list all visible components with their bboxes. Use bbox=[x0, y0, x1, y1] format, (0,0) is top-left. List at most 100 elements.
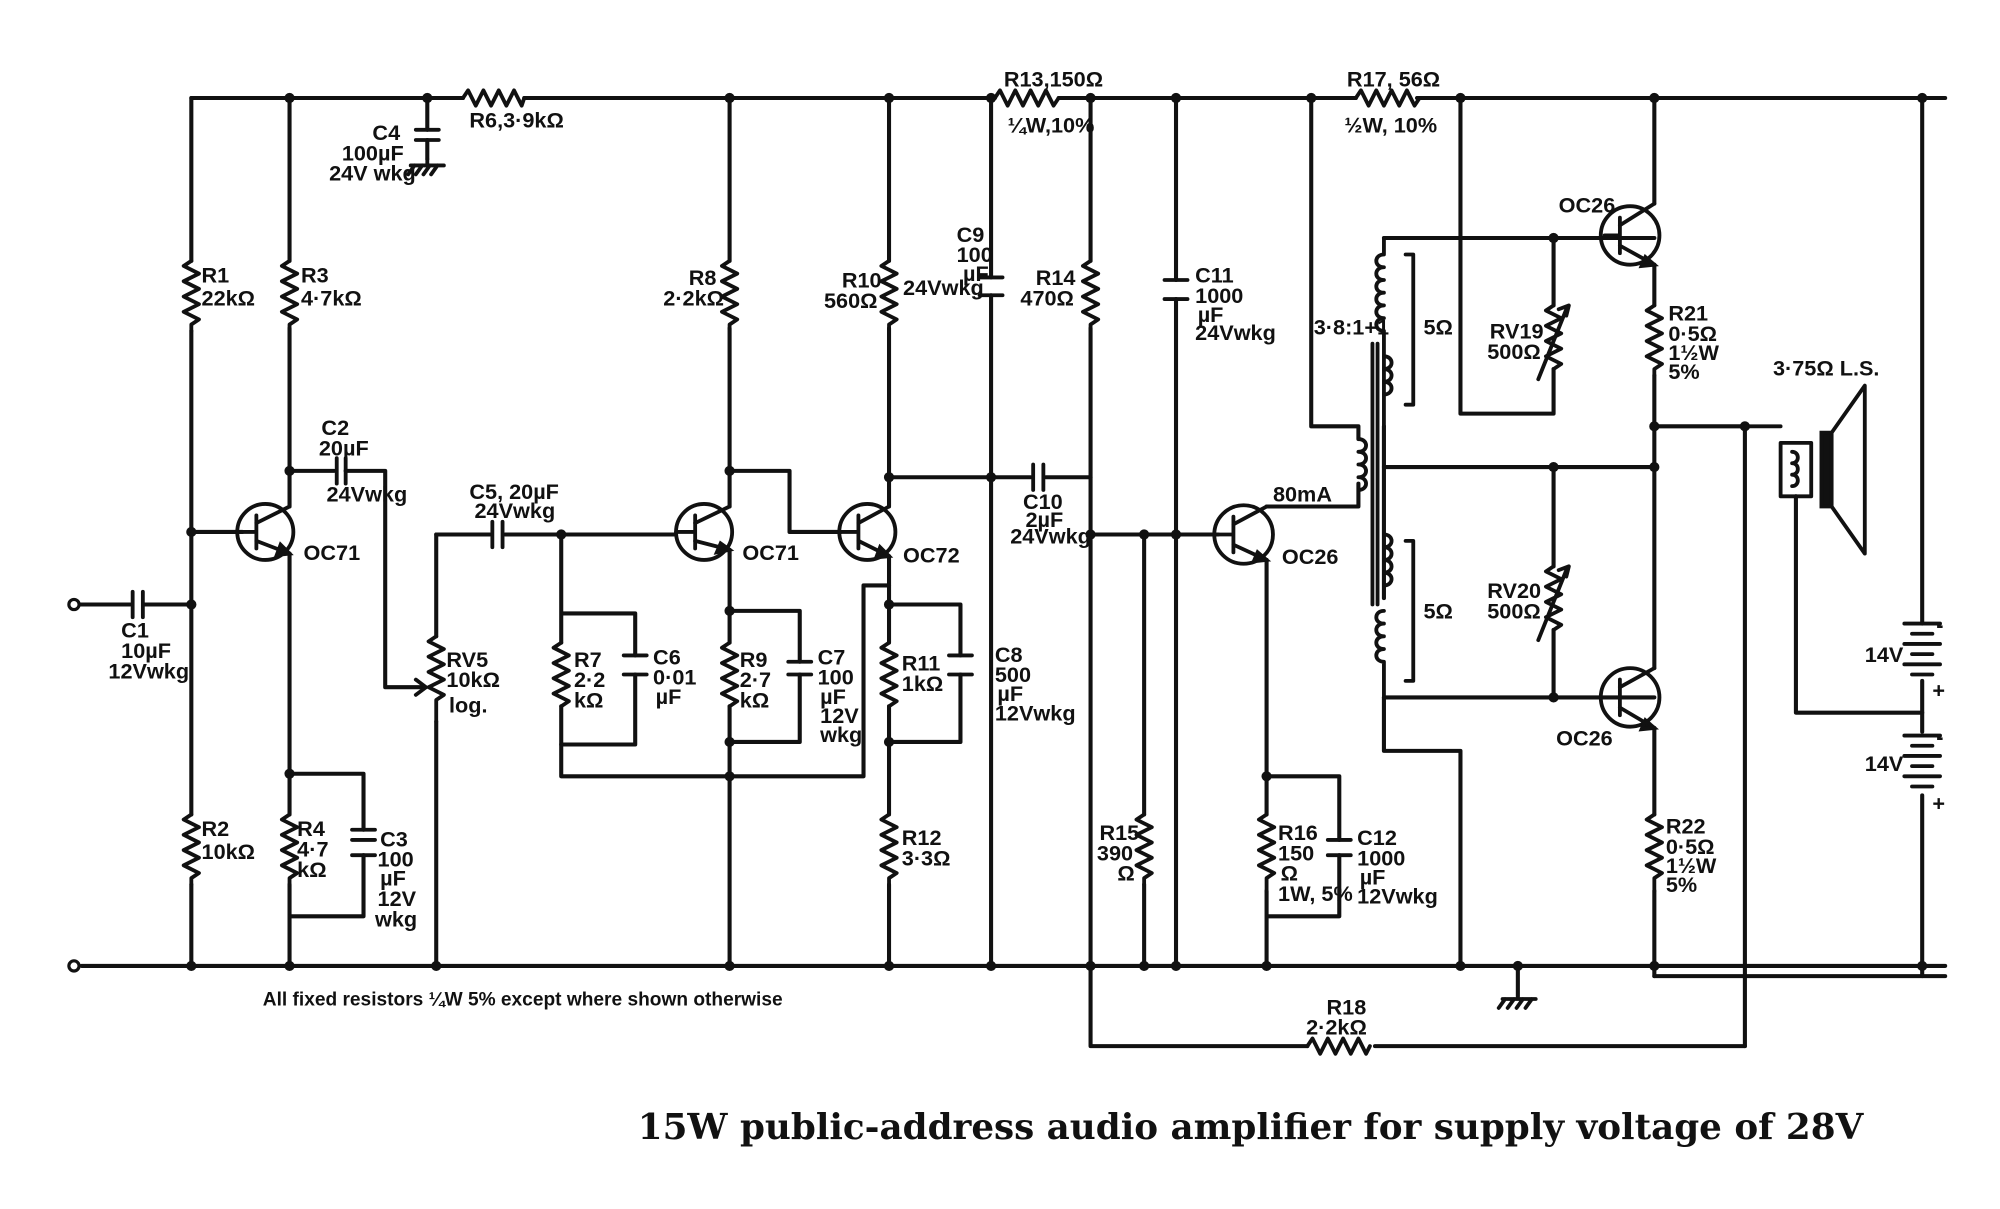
capacitor-c1-symbol bbox=[130, 589, 145, 620]
resistor-r4-symbol bbox=[279, 812, 300, 887]
svg-text:µF: µF bbox=[963, 261, 989, 286]
svg-text:10kΩ: 10kΩ bbox=[446, 667, 500, 692]
capacitor-c4-symbol bbox=[406, 127, 446, 177]
svg-text:C6: C6 bbox=[653, 644, 681, 669]
capacitor-c10-symbol bbox=[1031, 462, 1046, 492]
resistor-r3-symbol bbox=[279, 258, 300, 331]
svg-text:C12: C12 bbox=[1357, 825, 1397, 850]
svg-text:R21: R21 bbox=[1668, 301, 1708, 326]
r9-label: R92·7kΩ bbox=[740, 647, 771, 713]
resistor-r14-symbol bbox=[1080, 258, 1101, 331]
svg-text:24Vwkg: 24Vwkg bbox=[327, 481, 408, 506]
svg-text:560Ω: 560Ω bbox=[824, 288, 878, 313]
resistor-rv19-symbol bbox=[1536, 303, 1571, 382]
svg-text:½W, 10%: ½W, 10% bbox=[1344, 112, 1437, 137]
svg-text:12Vwkg: 12Vwkg bbox=[995, 700, 1076, 725]
svg-text:wkg: wkg bbox=[819, 722, 862, 747]
resistor-r10-symbol bbox=[879, 258, 899, 331]
resistor-r9-symbol bbox=[720, 640, 740, 709]
svg-text:Ω: Ω bbox=[1281, 861, 1298, 886]
capacitor-c7-symbol bbox=[786, 659, 814, 677]
resistor-r22-symbol bbox=[1644, 812, 1664, 893]
svg-text:500Ω: 500Ω bbox=[1487, 339, 1541, 364]
svg-text:100: 100 bbox=[378, 847, 414, 872]
svg-text:5%: 5% bbox=[1668, 359, 1699, 384]
svg-text:-: - bbox=[1936, 613, 1943, 638]
svg-text:R10: R10 bbox=[842, 268, 882, 293]
q5-label: OC26 bbox=[1559, 193, 1616, 218]
svg-text:4·7kΩ: 4·7kΩ bbox=[301, 285, 362, 310]
svg-text:OC72: OC72 bbox=[903, 543, 960, 568]
svg-text:10kΩ: 10kΩ bbox=[202, 839, 256, 864]
svg-text:kΩ: kΩ bbox=[740, 688, 769, 713]
svg-text:OC71: OC71 bbox=[304, 540, 361, 565]
svg-text:+: + bbox=[1932, 677, 1945, 702]
q2-label: OC71 bbox=[742, 540, 799, 565]
capacitor-c11-symbol bbox=[1162, 278, 1190, 301]
svg-text:100µF: 100µF bbox=[342, 140, 404, 165]
capacitor-c3-symbol bbox=[350, 827, 377, 858]
resistor-note: All fixed resistors ¼W 5% except where s… bbox=[263, 989, 783, 1010]
svg-text:500: 500 bbox=[995, 662, 1031, 687]
svg-text:24Vwkg: 24Vwkg bbox=[1195, 320, 1276, 345]
svg-text:0·01: 0·01 bbox=[653, 665, 696, 690]
b1-label: 14V bbox=[1865, 642, 1904, 667]
svg-text:24Vwkg: 24Vwkg bbox=[903, 275, 984, 300]
svg-text:R15: R15 bbox=[1099, 820, 1139, 845]
transistor-q2-symbol bbox=[674, 502, 735, 562]
svg-text:R4: R4 bbox=[297, 816, 325, 841]
svg-text:R18: R18 bbox=[1327, 994, 1367, 1019]
svg-text:OC71: OC71 bbox=[742, 540, 799, 565]
svg-text:R16: R16 bbox=[1278, 820, 1318, 845]
svg-text:12V: 12V bbox=[820, 703, 859, 728]
svg-text:C10: C10 bbox=[1023, 489, 1063, 514]
svg-text:R6,3·9kΩ: R6,3·9kΩ bbox=[469, 107, 563, 132]
capacitor-c2-symbol bbox=[334, 456, 348, 486]
q3-label: OC72 bbox=[903, 543, 960, 568]
svg-text:C4: C4 bbox=[372, 120, 400, 145]
svg-text:3·8:1+1: 3·8:1+1 bbox=[1314, 315, 1389, 340]
svg-text:1W, 5%: 1W, 5% bbox=[1278, 881, 1353, 906]
svg-text:C8: C8 bbox=[995, 642, 1023, 667]
resistor-r12-symbol bbox=[879, 812, 899, 887]
q1-label: OC71 bbox=[304, 540, 361, 565]
capacitor-c5-symbol bbox=[490, 519, 505, 550]
svg-text:OC26: OC26 bbox=[1556, 726, 1613, 751]
resistor-r8-symbol bbox=[720, 258, 740, 331]
wiring bbox=[77, 95, 1948, 1049]
resistor-rv20-symbol bbox=[1536, 564, 1571, 643]
capacitor-c8-symbol bbox=[947, 653, 974, 677]
svg-text:log.: log. bbox=[449, 693, 488, 718]
svg-text:R13,150Ω: R13,150Ω bbox=[1004, 67, 1103, 92]
svg-text:10µF: 10µF bbox=[121, 638, 171, 663]
svg-text:3·3Ω: 3·3Ω bbox=[902, 845, 951, 870]
resistor-r6-symbol bbox=[461, 88, 527, 108]
svg-text:5%: 5% bbox=[1666, 872, 1697, 897]
svg-text:Ω: Ω bbox=[1117, 861, 1134, 886]
transistor-q5-symbol bbox=[1598, 201, 1662, 269]
svg-text:+: + bbox=[1932, 791, 1945, 816]
svg-text:kΩ: kΩ bbox=[574, 688, 603, 713]
ls-label: 3·75Ω L.S. bbox=[1773, 355, 1879, 380]
svg-text:22kΩ: 22kΩ bbox=[202, 285, 256, 310]
diagram-caption: 15W public-address audio amplifier for s… bbox=[638, 1107, 1865, 1148]
svg-text:R22: R22 bbox=[1666, 814, 1706, 839]
resistor-r11-symbol bbox=[879, 640, 899, 709]
transistor-q3-symbol bbox=[837, 502, 898, 562]
svg-text:OC26: OC26 bbox=[1282, 544, 1339, 569]
